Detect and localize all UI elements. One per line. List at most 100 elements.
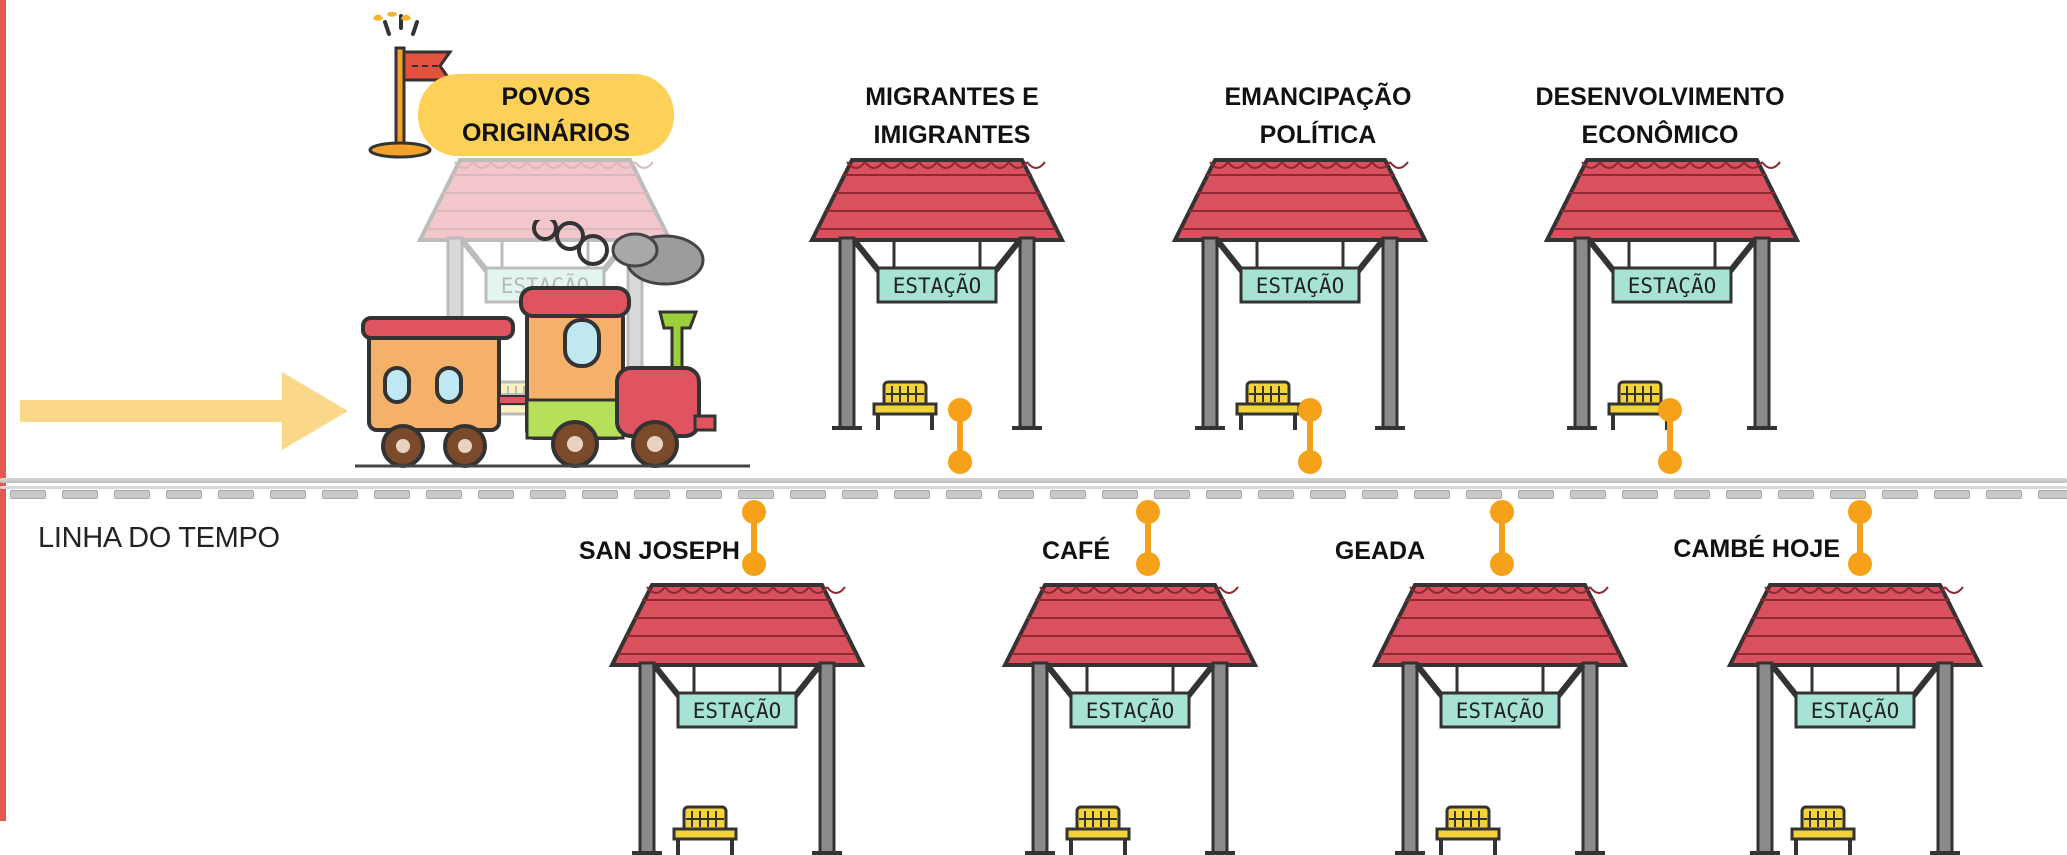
rail-tie <box>738 490 774 499</box>
station-label-desenvolvimento: DESENVOLVIMENTO ECONÔMICO <box>1530 78 1790 154</box>
rail-tie <box>478 490 514 499</box>
connector-line <box>1667 410 1673 462</box>
rail-tie <box>1050 490 1086 499</box>
connector-line <box>957 410 963 462</box>
connector <box>1848 500 1872 576</box>
connector-dot <box>948 450 972 474</box>
station-sign-text: ESTAÇÃO <box>1628 272 1717 298</box>
connector-dot <box>1136 552 1160 576</box>
connector-dot <box>1848 552 1872 576</box>
connector <box>948 398 972 474</box>
station-cafe: ESTAÇÃO <box>1001 575 1259 855</box>
rail-tie <box>634 490 670 499</box>
rail-tie <box>1934 490 1970 499</box>
rail-tie <box>1362 490 1398 499</box>
rail-tie <box>1570 490 1606 499</box>
station-sign-text: ESTAÇÃO <box>693 697 782 723</box>
railway-track <box>0 470 2067 499</box>
rail-tie <box>322 490 358 499</box>
connector-dot <box>1490 552 1514 576</box>
rail-tie <box>998 490 1034 499</box>
station-san-joseph: ESTAÇÃO <box>608 575 866 855</box>
rail-tie <box>10 490 46 499</box>
connector-line <box>1307 410 1313 462</box>
connector-dot <box>742 552 766 576</box>
connector <box>1490 500 1514 576</box>
rail-tie <box>1674 490 1710 499</box>
arrow-right-icon <box>20 372 348 450</box>
station-icon: ESTAÇÃO <box>1171 158 1429 430</box>
rail <box>0 486 2067 489</box>
station-label-cambe-hoje: CAMBÉ HOJE <box>1673 535 1840 563</box>
rail-tie <box>582 490 618 499</box>
station-sign-text: ESTAÇÃO <box>1256 272 1345 298</box>
station-label-geada: GEADA <box>1334 537 1426 565</box>
station-label-emancipacao: EMANCIPAÇÃO POLÍTICA <box>1198 78 1438 154</box>
connector-line <box>1499 512 1505 564</box>
train-icon <box>355 220 750 468</box>
connector <box>1298 398 1322 474</box>
rail-tie <box>1518 490 1554 499</box>
rail-tie <box>1726 490 1762 499</box>
rail-tie <box>166 490 202 499</box>
station-desenvolvimento: ESTAÇÃO <box>1543 150 1801 430</box>
label-line: MIGRANTES E <box>865 83 1039 111</box>
rail-tie <box>842 490 878 499</box>
connector-dot <box>1298 450 1322 474</box>
rail-tie <box>1154 490 1190 499</box>
label-line: ECONÔMICO <box>1581 121 1739 149</box>
start-badge: POVOS ORIGINÁRIOS <box>418 74 674 156</box>
rail-tie <box>1310 490 1346 499</box>
rail-ties <box>0 490 2067 499</box>
station-emancipacao: ESTAÇÃO <box>1171 150 1429 430</box>
flag-icon <box>368 12 453 159</box>
rail-tie <box>1206 490 1242 499</box>
station-geada: ESTAÇÃO <box>1371 575 1629 855</box>
rail-tie <box>1102 490 1138 499</box>
rail-tie <box>790 490 826 499</box>
rail-tie <box>1622 490 1658 499</box>
station-migrantes: ESTAÇÃO <box>808 150 1066 430</box>
connector-line <box>1857 512 1863 564</box>
station-label-cafe: CAFÉ <box>1041 537 1110 565</box>
label-line: EMANCIPAÇÃO <box>1224 83 1412 111</box>
rail-tie <box>218 490 254 499</box>
rail-tie <box>1414 490 1450 499</box>
station-icon: ESTAÇÃO <box>1726 583 1984 855</box>
connector <box>1136 500 1160 576</box>
label-line: IMIGRANTES <box>873 121 1031 149</box>
station-cambe-hoje: ESTAÇÃO <box>1726 575 1984 855</box>
rail-tie <box>686 490 722 499</box>
rail-tie <box>1882 490 1918 499</box>
timeline-label: LINHA DO TEMPO <box>38 522 280 554</box>
station-icon: ESTAÇÃO <box>1543 158 1801 430</box>
rail-tie <box>1986 490 2022 499</box>
station-icon: ESTAÇÃO <box>808 158 1066 430</box>
connector-dot <box>1658 450 1682 474</box>
station-sign-text: ESTAÇÃO <box>1086 697 1175 723</box>
station-sign-text: ESTAÇÃO <box>893 272 982 298</box>
rail-tie <box>1466 490 1502 499</box>
station-sign-text: ESTAÇÃO <box>1811 697 1900 723</box>
station-label-san-joseph: SAN JOSEPH <box>578 537 740 565</box>
rail-tie <box>1778 490 1814 499</box>
label-line: DESENVOLVIMENTO <box>1535 83 1785 111</box>
rail-tie <box>374 490 410 499</box>
rail-tie <box>270 490 306 499</box>
rail-tie <box>426 490 462 499</box>
station-label-migrantes: MIGRANTES E IMIGRANTES <box>832 78 1072 154</box>
station-icon: ESTAÇÃO <box>1371 583 1629 855</box>
connector <box>742 500 766 576</box>
rail-tie <box>114 490 150 499</box>
station-icon: ESTAÇÃO <box>1001 583 1259 855</box>
start-label: POVOS ORIGINÁRIOS <box>461 83 631 147</box>
rail-tie <box>894 490 930 499</box>
label-line: POLÍTICA <box>1259 121 1377 149</box>
accent-bar <box>0 0 6 821</box>
rail-tie <box>530 490 566 499</box>
station-icon: ESTAÇÃO <box>608 583 866 855</box>
connector <box>1658 398 1682 474</box>
rail-tie <box>946 490 982 499</box>
connector-line <box>1145 512 1151 564</box>
